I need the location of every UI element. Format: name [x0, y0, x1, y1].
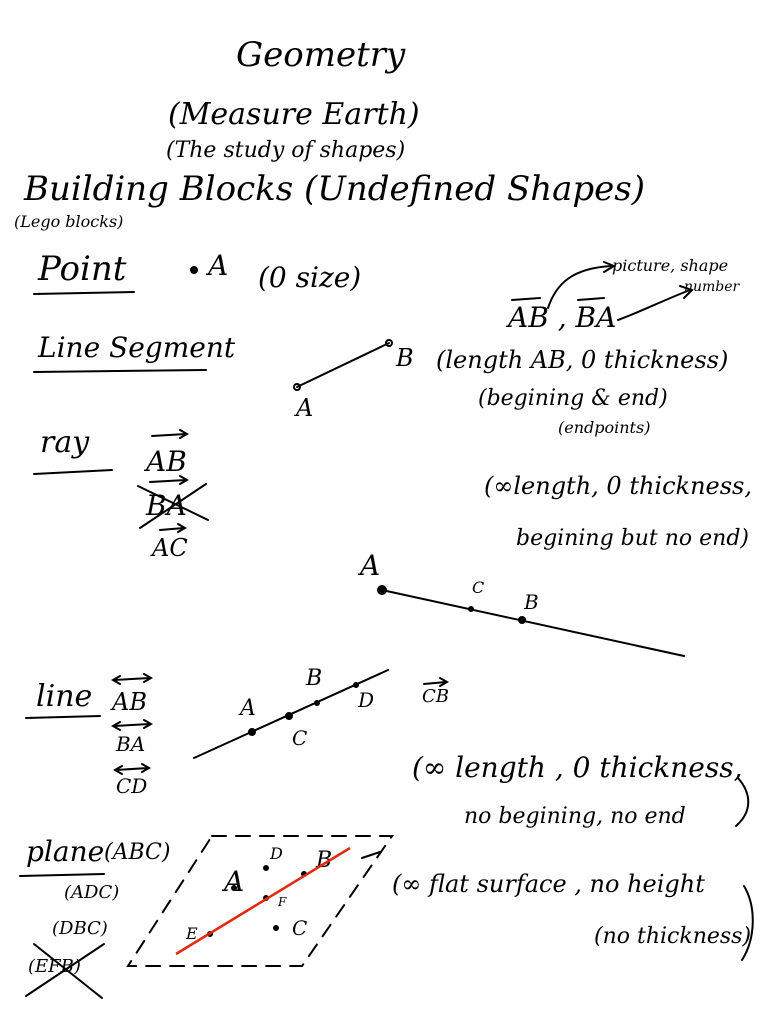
- line-point-b: [314, 700, 320, 706]
- point-underline: [33, 291, 135, 295]
- plane-underline: [19, 873, 105, 877]
- plane-name-adc: (ADC): [64, 882, 120, 903]
- segment-note-begin-end: (begining & end): [478, 386, 668, 411]
- segment-label-b: B: [396, 344, 414, 372]
- line-ba-arrows: [110, 719, 154, 731]
- line-point-c: [285, 712, 293, 720]
- segment-underline: [33, 369, 207, 373]
- plane-name-dbc: (DBC): [52, 918, 108, 939]
- building-blocks-heading: Building Blocks (Undefined Shapes): [24, 169, 645, 209]
- ray-label-a: A: [360, 549, 381, 582]
- plane-label-a: A: [224, 865, 245, 898]
- lego-note: (Lego blocks): [14, 212, 124, 231]
- page-title: Geometry: [236, 35, 406, 75]
- ray-underline: [33, 469, 113, 475]
- ray-note-begin: begining but no end): [516, 526, 750, 551]
- point-label-a: A: [208, 249, 229, 282]
- point-heading: Point: [38, 249, 127, 289]
- plane-heading: plane: [26, 835, 105, 868]
- line-label-b: B: [306, 666, 323, 691]
- ray-heading: ray: [40, 425, 90, 460]
- plane-point-f: [263, 895, 269, 901]
- plane-point-e: [207, 931, 213, 937]
- line-label-c: C: [292, 726, 308, 750]
- point-note: (0 size): [258, 261, 362, 294]
- plane-label-c: C: [292, 916, 308, 940]
- plane-note-flat: (∞ flat surface , no height: [392, 870, 705, 898]
- number-arrow: [617, 289, 691, 321]
- line-note-length: (∞ length , 0 thickness,: [412, 751, 743, 784]
- line-name-ab: AB: [112, 688, 147, 716]
- plane-tick: [361, 851, 381, 859]
- subtitle-measure-earth: (Measure Earth): [168, 97, 420, 132]
- line-label-d: D: [358, 688, 375, 712]
- line-label-a: A: [240, 696, 256, 721]
- overbar-ba: [577, 297, 605, 301]
- ray-ac-arrow: [159, 523, 188, 533]
- ray-endpoint-a: [377, 585, 387, 595]
- line-note-begin: no begining, no end: [464, 804, 686, 829]
- line-point-d: [353, 682, 359, 688]
- ray-point-c: [468, 606, 474, 612]
- overbar-ab: [511, 297, 541, 301]
- plane-label-f: F: [278, 895, 287, 909]
- segment-notation: AB , BA: [508, 301, 617, 334]
- plane-label-e: E: [186, 924, 198, 943]
- line-name-cb: CB: [422, 686, 449, 707]
- notation-note-number: number: [684, 279, 740, 295]
- subtitle-study-of-shapes: (The study of shapes): [166, 138, 406, 163]
- segment-heading: Line Segment: [38, 331, 236, 364]
- line-point-a: [248, 728, 256, 736]
- plane-label-d: D: [270, 844, 283, 863]
- plane-point-d: [263, 865, 269, 871]
- ray-ab-arrow: [151, 429, 190, 439]
- segment-note-endpoints: (endpoints): [558, 418, 651, 437]
- plane-point-c: [273, 925, 279, 931]
- plane-point-b: [301, 871, 307, 877]
- ray-name-ab: AB: [146, 445, 187, 478]
- plane-note-thickness: (no thickness): [594, 924, 752, 949]
- segment-line: [296, 342, 390, 388]
- line-underline: [25, 715, 101, 719]
- ray-name-ba: BA: [146, 489, 187, 522]
- segment-endpoint-a: [293, 383, 301, 391]
- line-note-bracket: [735, 777, 750, 827]
- plane-label-b: B: [316, 848, 333, 873]
- line-heading: line: [36, 679, 93, 714]
- ray-point-b: [518, 616, 526, 624]
- ray-name-ac: AC: [152, 534, 188, 562]
- line-cb-arrow: [423, 677, 450, 687]
- line-name-cd: CD: [116, 774, 148, 798]
- ray-label-c: C: [472, 578, 485, 597]
- segment-endpoint-b: [385, 339, 393, 347]
- line-cd-arrows: [112, 763, 152, 775]
- segment-label-a: A: [296, 394, 314, 422]
- line-drawing: [193, 669, 389, 759]
- segment-note-length: (length AB, 0 thickness): [436, 346, 729, 374]
- line-ab-arrows: [110, 673, 154, 685]
- notation-note-picture: picture, shape: [612, 256, 729, 275]
- point-dot: [190, 266, 198, 274]
- line-name-ba: BA: [116, 732, 146, 756]
- plane-name-efb: (EFB): [28, 956, 81, 977]
- plane-name-abc: (ABC): [104, 840, 171, 865]
- ray-note-length: (∞length, 0 thickness,: [484, 472, 752, 500]
- ray-label-b: B: [524, 590, 539, 614]
